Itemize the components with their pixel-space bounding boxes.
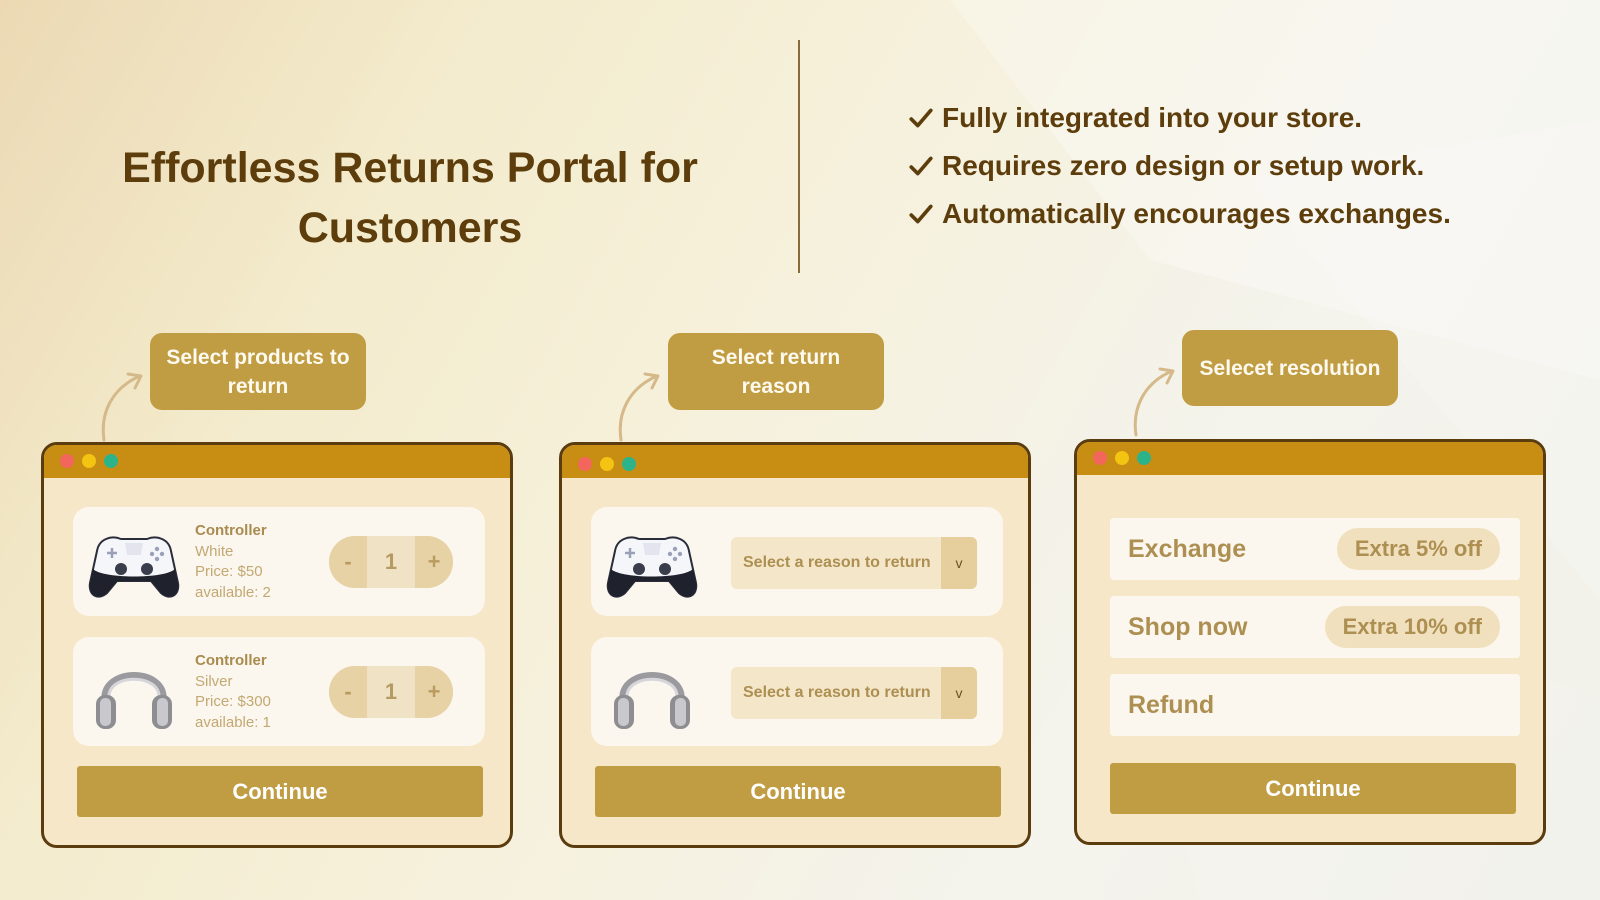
step-label-select-products: Select products to return bbox=[150, 333, 366, 410]
step-label-resolution: Selecet resolution bbox=[1182, 330, 1398, 406]
return-reason-window: Select a reason to return v Select a rea… bbox=[559, 442, 1031, 848]
chevron-down-icon[interactable]: v bbox=[941, 537, 977, 589]
maximize-dot-icon[interactable] bbox=[622, 457, 636, 471]
discount-badge: Extra 10% off bbox=[1324, 606, 1500, 648]
feature-item: Requires zero design or setup work. bbox=[908, 142, 1451, 190]
quantity-value[interactable]: 1 bbox=[367, 536, 415, 588]
quantity-stepper: - 1 + bbox=[329, 536, 453, 588]
feature-text: Fully integrated into your store. bbox=[942, 102, 1363, 133]
window-titlebar bbox=[44, 445, 510, 478]
continue-button[interactable]: Continue bbox=[595, 766, 1001, 817]
reason-card: Select a reason to return v bbox=[591, 507, 1003, 616]
minimize-dot-icon[interactable] bbox=[1115, 451, 1129, 465]
continue-button[interactable]: Continue bbox=[77, 766, 483, 817]
feature-text: Requires zero design or setup work. bbox=[942, 150, 1425, 181]
divider bbox=[798, 40, 800, 273]
option-label: Refund bbox=[1128, 691, 1215, 719]
curved-arrow-icon bbox=[101, 372, 143, 442]
headphones-image bbox=[96, 672, 172, 729]
close-dot-icon[interactable] bbox=[60, 454, 74, 468]
product-price: Price: $300 bbox=[195, 693, 271, 710]
maximize-dot-icon[interactable] bbox=[104, 454, 118, 468]
headphones-image bbox=[614, 672, 690, 729]
window-titlebar bbox=[562, 445, 1028, 478]
chevron-down-icon[interactable]: v bbox=[941, 667, 977, 719]
close-dot-icon[interactable] bbox=[1093, 451, 1107, 465]
product-price: Price: $50 bbox=[195, 563, 263, 580]
game-controller-image bbox=[606, 536, 698, 598]
feature-list: Fully integrated into your store. Requir… bbox=[908, 94, 1451, 238]
feature-item: Automatically encourages exchanges. bbox=[908, 190, 1451, 238]
resolution-option-shop-now[interactable]: Shop now Extra 10% off bbox=[1110, 596, 1520, 658]
product-availability: available: 1 bbox=[195, 713, 271, 731]
product-variant: White bbox=[195, 542, 234, 560]
product-name: Controller bbox=[195, 652, 267, 669]
product-variant: Silver bbox=[195, 672, 233, 690]
continue-button[interactable]: Continue bbox=[1110, 763, 1516, 814]
select-placeholder: Select a reason to return bbox=[743, 684, 931, 701]
increment-button[interactable]: + bbox=[415, 666, 453, 718]
minimize-dot-icon[interactable] bbox=[82, 454, 96, 468]
product-availability: available: 2 bbox=[195, 583, 271, 601]
product-info: Controller Silver Price: $300 available:… bbox=[195, 651, 271, 733]
quantity-value[interactable]: 1 bbox=[367, 666, 415, 718]
close-dot-icon[interactable] bbox=[578, 457, 592, 471]
resolution-option-refund[interactable]: Refund bbox=[1110, 674, 1520, 736]
feature-text: Automatically encourages exchanges. bbox=[942, 198, 1451, 229]
select-placeholder: Select a reason to return bbox=[743, 554, 931, 571]
return-reason-select[interactable]: Select a reason to return v bbox=[731, 537, 977, 589]
curved-arrow-icon bbox=[1133, 367, 1175, 437]
resolution-option-exchange[interactable]: Exchange Extra 5% off bbox=[1110, 518, 1520, 580]
check-icon bbox=[909, 108, 933, 128]
check-icon bbox=[909, 204, 933, 224]
discount-badge: Extra 5% off bbox=[1336, 528, 1500, 570]
return-reason-select[interactable]: Select a reason to return v bbox=[731, 667, 977, 719]
decrement-button[interactable]: - bbox=[329, 666, 367, 718]
resolution-window: Exchange Extra 5% off Shop now Extra 10%… bbox=[1074, 439, 1546, 845]
product-selection-window: Controller White Price: $50 available: 2… bbox=[41, 442, 513, 848]
game-controller-image bbox=[88, 536, 180, 598]
product-card[interactable]: Controller White Price: $50 available: 2… bbox=[73, 507, 485, 616]
increment-button[interactable]: + bbox=[415, 536, 453, 588]
check-icon bbox=[909, 156, 933, 176]
product-card[interactable]: Controller Silver Price: $300 available:… bbox=[73, 637, 485, 746]
quantity-stepper: - 1 + bbox=[329, 666, 453, 718]
window-titlebar bbox=[1077, 442, 1543, 475]
option-label: Exchange bbox=[1128, 535, 1247, 563]
feature-item: Fully integrated into your store. bbox=[908, 94, 1451, 142]
product-info: Controller White Price: $50 available: 2 bbox=[195, 521, 271, 603]
page-title: Effortless Returns Portal for Customers bbox=[122, 144, 698, 252]
maximize-dot-icon[interactable] bbox=[1137, 451, 1151, 465]
decrement-button[interactable]: - bbox=[329, 536, 367, 588]
minimize-dot-icon[interactable] bbox=[600, 457, 614, 471]
reason-card: Select a reason to return v bbox=[591, 637, 1003, 746]
curved-arrow-icon bbox=[618, 372, 660, 442]
step-label-return-reason: Select return reason bbox=[668, 333, 884, 410]
product-name: Controller bbox=[195, 522, 267, 539]
option-label: Shop now bbox=[1128, 613, 1248, 641]
